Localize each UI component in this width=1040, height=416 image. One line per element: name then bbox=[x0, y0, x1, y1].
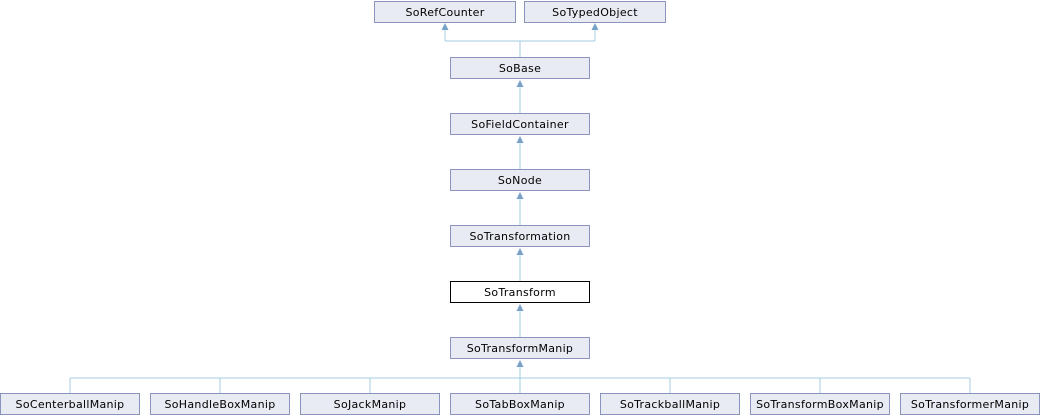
class-node-socenterballmanip[interactable]: SoCenterballManip bbox=[0, 393, 140, 415]
edge-children-bus bbox=[69, 367, 971, 393]
class-node-sotransformermanip[interactable]: SoTransformerManip bbox=[900, 393, 1040, 415]
class-node-sotransform-current: SoTransform bbox=[450, 281, 590, 303]
class-node-sotransformmanip[interactable]: SoTransformManip bbox=[450, 337, 590, 359]
class-node-sobase[interactable]: SoBase bbox=[450, 57, 590, 79]
edge-arrowheads bbox=[441, 23, 599, 367]
class-node-sotrackballmanip[interactable]: SoTrackballManip bbox=[600, 393, 740, 415]
class-node-sotransformation[interactable]: SoTransformation bbox=[450, 225, 590, 247]
class-node-sojackmanip[interactable]: SoJackManip bbox=[300, 393, 440, 415]
edge-sobase-to-parents bbox=[444, 30, 596, 57]
class-node-sofieldcontainer[interactable]: SoFieldContainer bbox=[450, 113, 590, 135]
class-node-sotabboxmanip[interactable]: SoTabBoxManip bbox=[450, 393, 590, 415]
class-node-sonode[interactable]: SoNode bbox=[450, 169, 590, 191]
class-node-sohandleboxmanip[interactable]: SoHandleBoxManip bbox=[150, 393, 290, 415]
class-node-sotypedobject[interactable]: SoTypedObject bbox=[524, 1, 666, 23]
class-node-sotransformboxmanip[interactable]: SoTransformBoxManip bbox=[750, 393, 890, 415]
class-node-sorefcounter[interactable]: SoRefCounter bbox=[374, 1, 516, 23]
